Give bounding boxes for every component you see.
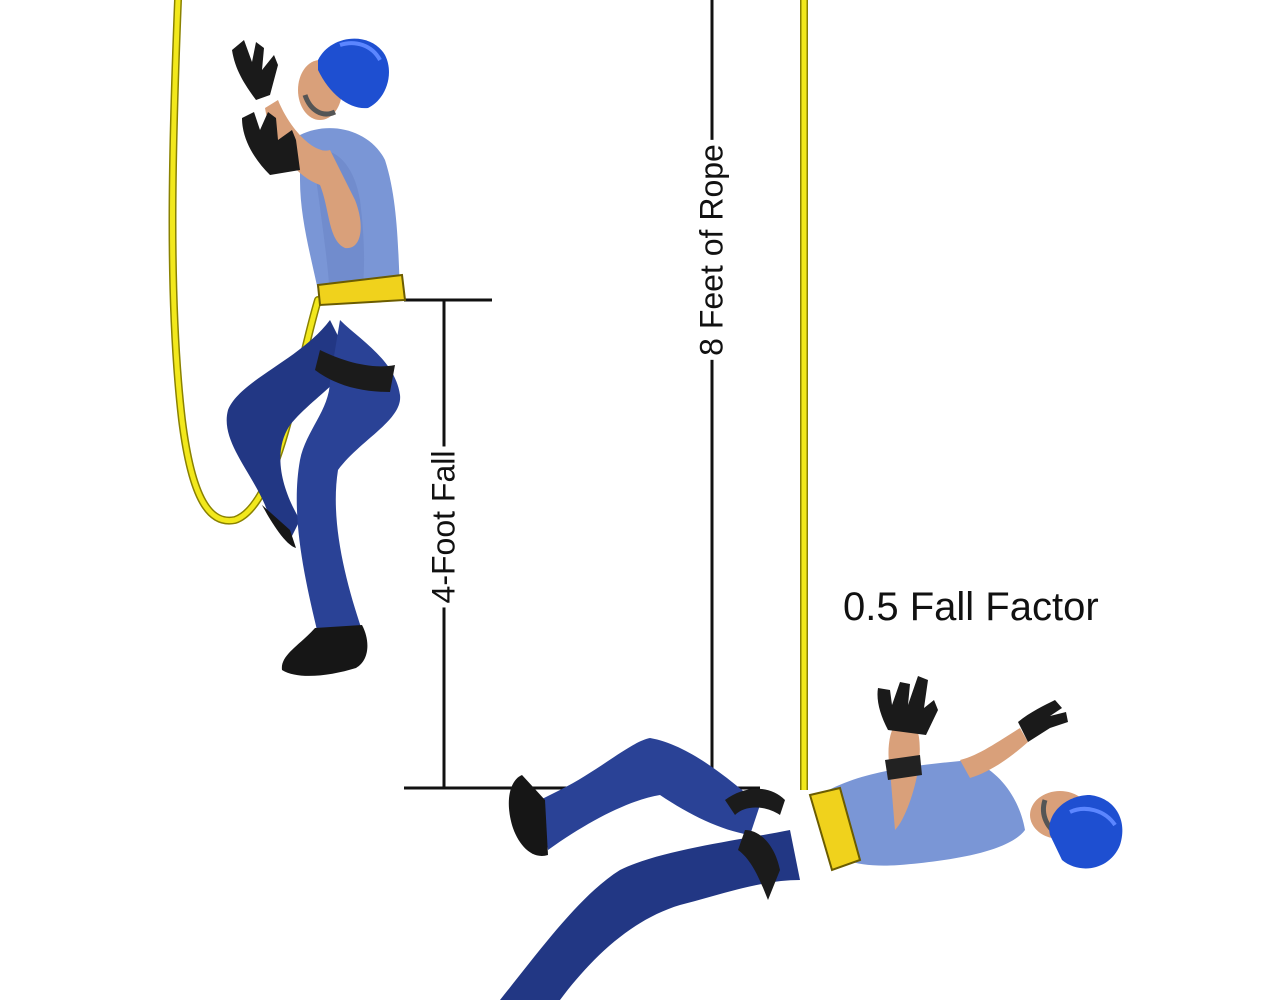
climber-lower <box>500 676 1123 1000</box>
climber-lower-glove-extended <box>1018 700 1068 742</box>
climber-upper-leg-front <box>296 320 401 634</box>
climber-lower-torso <box>820 760 1025 866</box>
climber-upper <box>226 38 407 676</box>
climber-lower-leg-upper <box>540 738 760 850</box>
climber-upper-glove-top <box>232 40 278 100</box>
fall-distance-label: 4-Foot Fall <box>425 446 463 608</box>
climber-lower-leg-lower <box>500 830 800 1000</box>
climber-upper-helmet <box>318 38 389 109</box>
climber-upper-boot-back <box>262 505 296 548</box>
fall-factor-label: 0.5 Fall Factor <box>843 585 1099 629</box>
climber-lower-arm-extended <box>960 728 1028 778</box>
rope-length-label: 8 Feet of Rope <box>693 140 731 360</box>
climber-upper-glove-bottom <box>242 112 300 175</box>
climber-lower-harness <box>808 786 862 872</box>
climber-upper-harness <box>316 273 407 307</box>
climber-upper-leg-back <box>226 320 350 540</box>
climber-lower-boot <box>508 775 548 856</box>
climber-upper-boot-front <box>281 625 368 676</box>
climber-lower-glove-raised <box>877 676 938 735</box>
